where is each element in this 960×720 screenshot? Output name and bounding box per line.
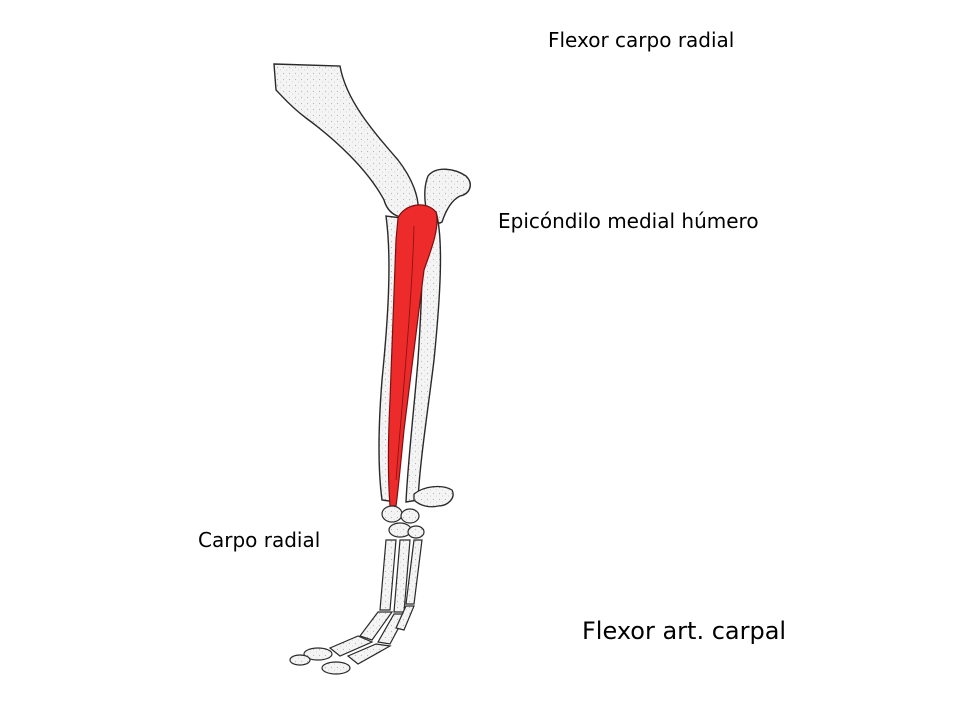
flexor-carpi-radialis-muscle: [387, 204, 438, 507]
action-label: Flexor art. carpal: [582, 617, 787, 645]
accessory-carpal-bone: [413, 485, 454, 508]
humerus-bone: [273, 63, 419, 218]
carpal-bones: [381, 505, 425, 539]
phalanges-bones: [289, 605, 415, 675]
origin-label: Epicóndilo medial húmero: [498, 209, 759, 233]
muscle-tendon-line: [395, 225, 415, 481]
metacarpal-bones: [379, 539, 423, 613]
ulna-bone: [405, 210, 442, 503]
muscle-name-label: Flexor carpo radial: [548, 28, 735, 52]
insertion-label: Carpo radial: [198, 528, 321, 552]
